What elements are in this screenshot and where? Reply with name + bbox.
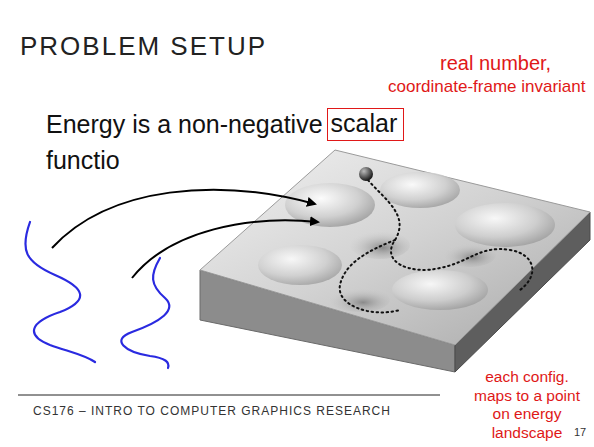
slide-title: PROBLEM SETUP [20, 32, 267, 62]
footer-rule [18, 395, 440, 396]
annotation-note: coordinate-frame invariant [388, 77, 585, 97]
configuration-curves [25, 222, 169, 368]
footer-text: CS176 – INTRO TO COMPUTER GRAPHICS RESEA… [33, 405, 391, 419]
annotation-note: each config. maps to a point on energy l… [466, 368, 588, 442]
energy-landscape [200, 150, 590, 372]
mapping-arrows [52, 190, 318, 278]
body-text: functio [46, 146, 120, 175]
annotation-note: real number, [440, 52, 551, 75]
highlight-box: scalar [327, 108, 404, 141]
page-number: 17 [574, 426, 586, 439]
highlighted-word: scalar [331, 109, 398, 137]
body-text: Energy is a non-negative [46, 110, 323, 139]
